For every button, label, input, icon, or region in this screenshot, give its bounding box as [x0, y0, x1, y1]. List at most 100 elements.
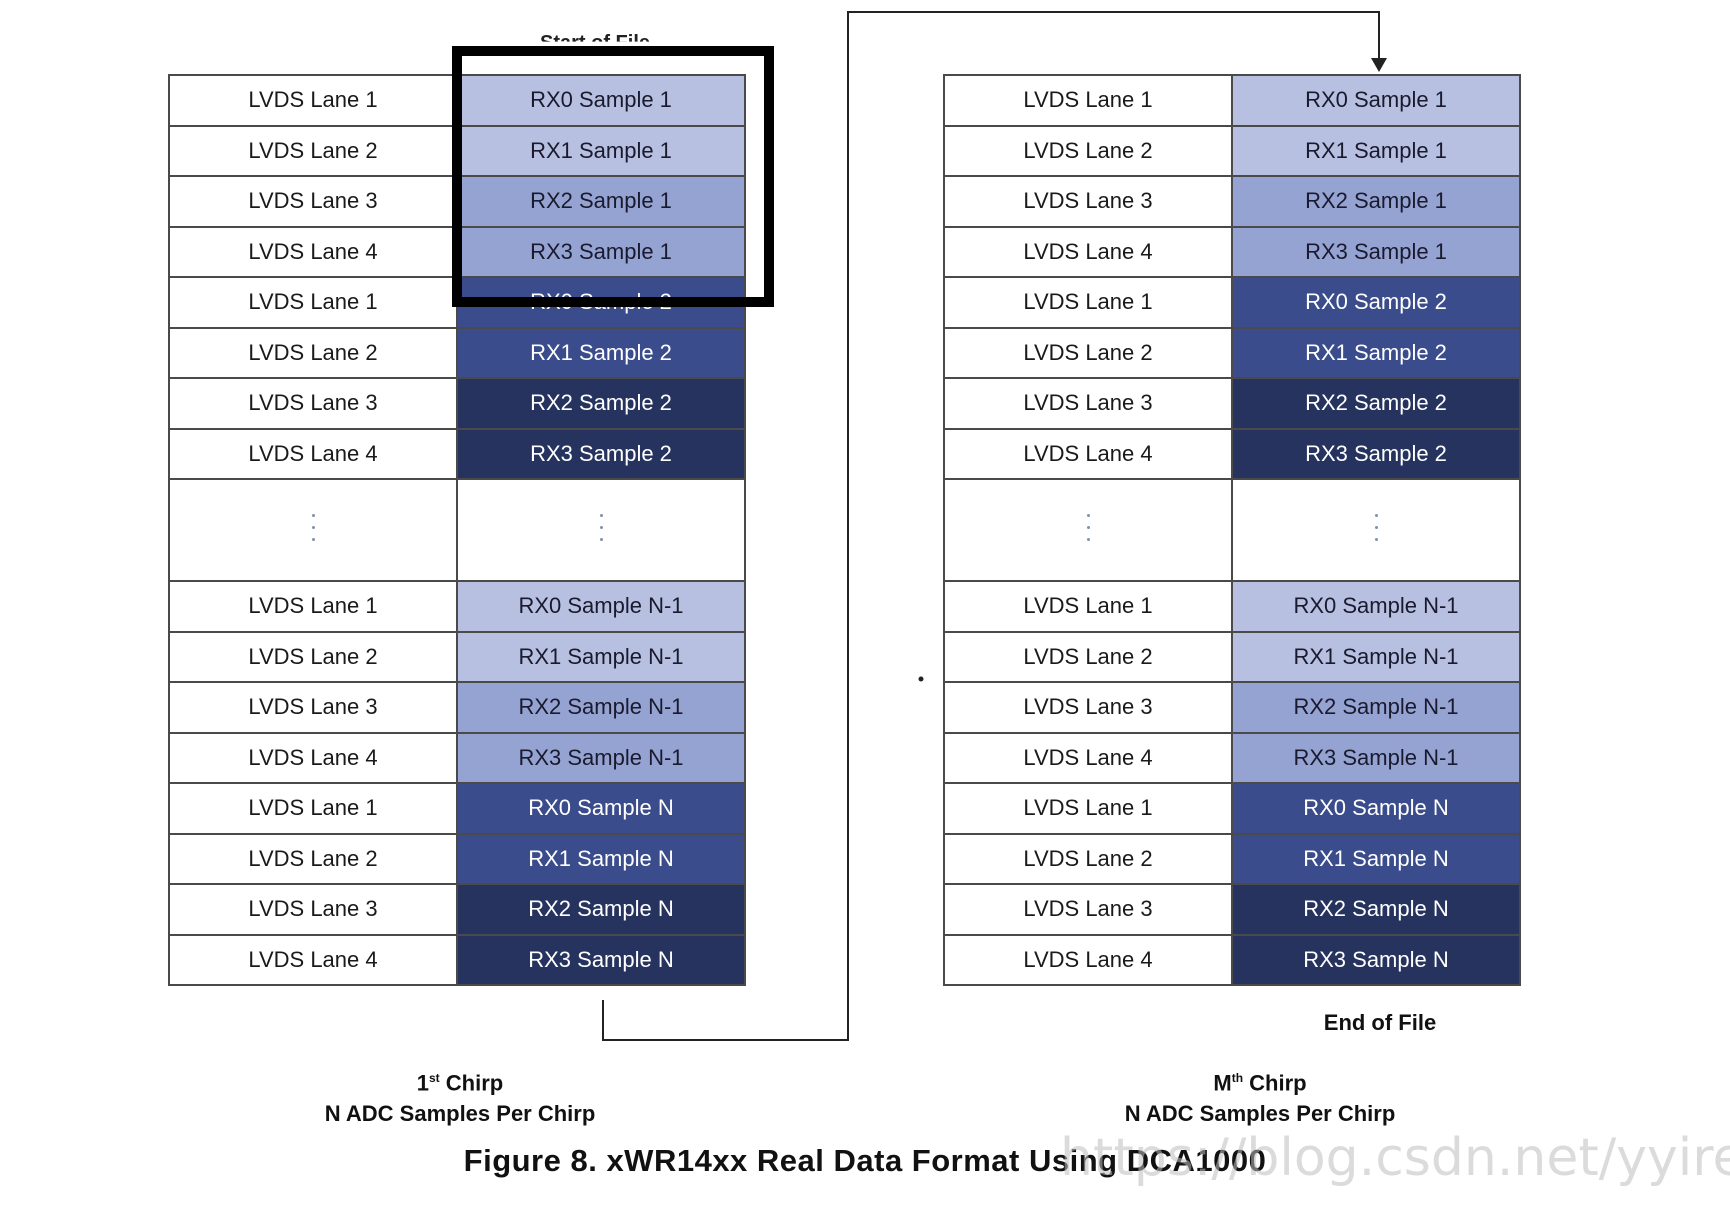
- rx-sample-cell: RX3 Sample N-1: [1231, 731, 1521, 784]
- rx-sample-cell: RX2 Sample N: [1231, 883, 1521, 936]
- ellipsis-cell: [168, 478, 458, 582]
- rx-sample-cell: RX3 Sample 1: [456, 225, 746, 278]
- lane-cell: LVDS Lane 3: [943, 681, 1233, 734]
- vertical-ellipsis-icon: [599, 505, 603, 550]
- lane-cell: LVDS Lane 2: [943, 832, 1233, 885]
- rx-sample-cell: RX3 Sample 2: [456, 427, 746, 480]
- rx-sample-cell: RX0 Sample N-1: [456, 580, 746, 633]
- chirp-m-caption: Mth Chirp N ADC Samples Per Chirp: [1124, 1070, 1396, 1127]
- lane-cell: LVDS Lane 3: [168, 883, 458, 936]
- rx-sample-cell: RX0 Sample 2: [1231, 276, 1521, 329]
- lane-cell: LVDS Lane 4: [943, 933, 1233, 986]
- lane-cell: LVDS Lane 3: [168, 681, 458, 734]
- lane-cell: LVDS Lane 1: [168, 74, 458, 127]
- rx-sample-cell: RX2 Sample N-1: [1231, 681, 1521, 734]
- rx-sample-cell: RX2 Sample 2: [456, 377, 746, 430]
- rx-sample-cell: RX2 Sample 1: [456, 175, 746, 228]
- stray-dot: [918, 676, 924, 682]
- rx-sample-cell: RX1 Sample 2: [456, 326, 746, 379]
- lane-cell: LVDS Lane 4: [943, 731, 1233, 784]
- lane-cell: LVDS Lane 3: [943, 377, 1233, 430]
- lane-cell: LVDS Lane 1: [168, 782, 458, 835]
- lane-cell: LVDS Lane 3: [168, 175, 458, 228]
- chirp-link-arrowhead: [1371, 58, 1387, 72]
- lane-cell: LVDS Lane 3: [943, 883, 1233, 936]
- rx-sample-cell: RX1 Sample N: [1231, 832, 1521, 885]
- rx-sample-cell: RX0 Sample 1: [1231, 74, 1521, 127]
- lane-cell: LVDS Lane 2: [943, 630, 1233, 683]
- lane-cell: LVDS Lane 2: [168, 832, 458, 885]
- rx-sample-cell: RX0 Sample N: [456, 782, 746, 835]
- lane-cell: LVDS Lane 1: [943, 782, 1233, 835]
- lane-cell: LVDS Lane 4: [168, 933, 458, 986]
- lane-cell: LVDS Lane 4: [943, 225, 1233, 278]
- lane-cell: LVDS Lane 1: [943, 580, 1233, 633]
- ellipsis-cell: [943, 478, 1233, 582]
- lane-cell: LVDS Lane 4: [168, 225, 458, 278]
- lane-cell: LVDS Lane 4: [168, 427, 458, 480]
- lane-cell: LVDS Lane 3: [168, 377, 458, 430]
- ellipsis-cell: [1231, 478, 1521, 582]
- rx-sample-cell: RX2 Sample 1: [1231, 175, 1521, 228]
- ellipsis-cell: [456, 478, 746, 582]
- rx-sample-cell: RX3 Sample N: [1231, 933, 1521, 986]
- vertical-ellipsis-icon: [311, 505, 315, 550]
- rx-sample-cell: RX3 Sample 1: [1231, 225, 1521, 278]
- rx-sample-cell: RX1 Sample N-1: [456, 630, 746, 683]
- end-of-file-label: End of File: [1323, 1010, 1437, 1035]
- lane-cell: LVDS Lane 2: [943, 326, 1233, 379]
- rx-sample-cell: RX3 Sample N: [456, 933, 746, 986]
- lane-cell: LVDS Lane 3: [943, 175, 1233, 228]
- ellipsis-row: [943, 478, 1521, 582]
- rx-sample-cell: RX0 Sample 1: [456, 74, 746, 127]
- lane-cell: LVDS Lane 2: [168, 326, 458, 379]
- lane-cell: LVDS Lane 1: [168, 276, 458, 329]
- lane-cell: LVDS Lane 4: [168, 731, 458, 784]
- rx-sample-cell: RX0 Sample N-1: [1231, 580, 1521, 633]
- ellipsis-row: [168, 478, 746, 582]
- rx-sample-cell: RX2 Sample 2: [1231, 377, 1521, 430]
- rx-sample-cell: RX3 Sample 2: [1231, 427, 1521, 480]
- rx-sample-cell: RX1 Sample 1: [456, 124, 746, 177]
- figure-title: Figure 8. xWR14xx Real Data Format Using…: [463, 1143, 1267, 1178]
- lane-cell: LVDS Lane 1: [943, 74, 1233, 127]
- watermark: https://blog.csdn.net/yyiren: [1060, 1128, 1730, 1188]
- start-of-file-label: Start of File: [540, 32, 651, 54]
- lane-cell: LVDS Lane 1: [168, 580, 458, 633]
- vertical-ellipsis-icon: [1086, 505, 1090, 550]
- rx-sample-cell: RX2 Sample N-1: [456, 681, 746, 734]
- rx-sample-cell: RX2 Sample N: [456, 883, 746, 936]
- lane-cell: LVDS Lane 2: [943, 124, 1233, 177]
- rx-sample-cell: RX1 Sample 2: [1231, 326, 1521, 379]
- rx-sample-cell: RX1 Sample N: [456, 832, 746, 885]
- chirp-link-line: [602, 11, 1380, 1041]
